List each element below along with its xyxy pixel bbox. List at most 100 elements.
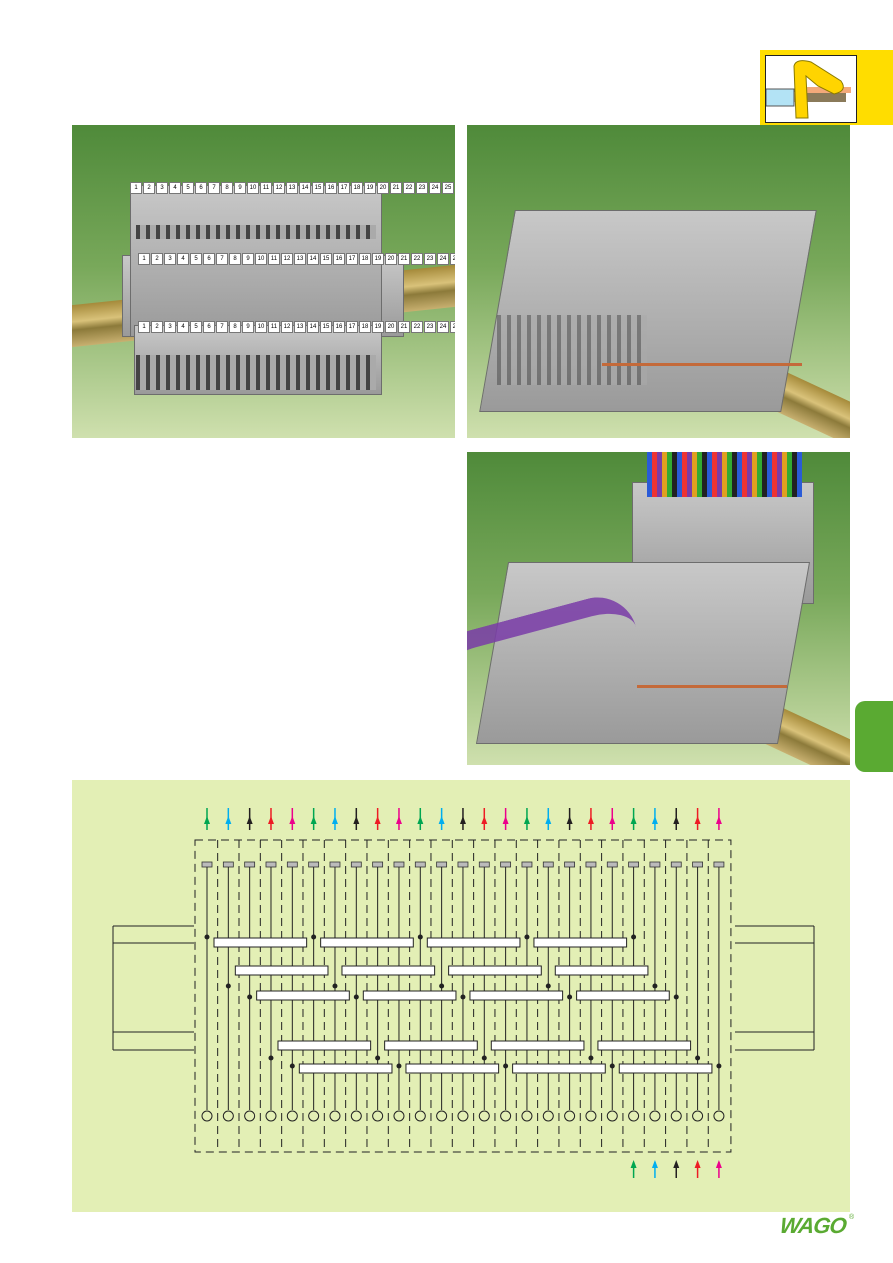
test-socket <box>350 861 362 868</box>
marker-label: 19 <box>372 321 384 333</box>
marker-label: 10 <box>247 182 259 194</box>
marker-label: 14 <box>307 321 319 333</box>
marker-label: 15 <box>320 321 332 333</box>
clamp-point <box>564 1110 576 1122</box>
marker-label: 12 <box>273 182 285 194</box>
jumper-node <box>247 994 253 1000</box>
test-socket <box>692 861 703 868</box>
marker-label: 8 <box>229 253 241 265</box>
test-socket <box>244 861 256 868</box>
marker-label: 19 <box>372 253 384 265</box>
jumper-bar <box>576 990 670 1001</box>
up-arrow-icon <box>374 816 381 824</box>
marker-label: 10 <box>255 321 267 333</box>
marker-label: 14 <box>307 253 319 265</box>
up-arrow-icon <box>267 816 274 824</box>
test-socket <box>521 861 533 868</box>
test-socket <box>393 861 405 868</box>
up-arrow-icon <box>502 816 509 824</box>
jumper-node <box>524 934 530 940</box>
up-arrow-icon <box>523 816 530 824</box>
marker-label: 22 <box>403 182 415 194</box>
marker-label: 16 <box>333 321 345 333</box>
wiring-diagram <box>112 808 815 1178</box>
marker-label: 20 <box>377 182 389 194</box>
marker-label: 16 <box>333 253 345 265</box>
test-socket <box>265 861 277 868</box>
marker-label: 24 <box>437 253 449 265</box>
clamp-point <box>542 1110 554 1122</box>
jumper-node <box>609 1063 615 1069</box>
up-arrow-icon <box>481 816 488 824</box>
test-socket <box>372 861 384 868</box>
jumper-bar <box>405 1063 500 1074</box>
marker-label: 23 <box>424 253 436 265</box>
marker-label: 5 <box>182 182 194 194</box>
up-arrow-icon <box>310 816 317 824</box>
test-socket <box>478 861 490 868</box>
marker-label: 7 <box>216 253 228 265</box>
jumper-node <box>652 983 658 989</box>
test-socket <box>286 861 298 868</box>
marker-label: 12 <box>281 321 293 333</box>
marker-label: 23 <box>424 321 436 333</box>
marker-label: 4 <box>177 253 189 265</box>
test-socket <box>329 861 341 868</box>
clamp-point <box>670 1110 682 1122</box>
jumper-bar <box>448 965 542 976</box>
test-socket <box>201 861 213 868</box>
marker-label: 25 <box>442 182 454 194</box>
test-socket <box>670 861 682 868</box>
marker-label: 20 <box>385 253 397 265</box>
marker-label: 22 <box>411 321 423 333</box>
marker-label: 21 <box>390 182 402 194</box>
jumper-bar <box>384 1040 478 1051</box>
marker-label: 17 <box>346 321 358 333</box>
up-arrow-icon <box>694 816 701 824</box>
up-arrow-icon <box>630 816 637 824</box>
jumper-node <box>332 983 338 989</box>
marker-label: 3 <box>164 321 176 333</box>
jumper-bar <box>298 1063 393 1074</box>
jumper-node <box>417 934 423 940</box>
marker-label: 2 <box>151 321 163 333</box>
up-arrow-icon <box>204 816 210 824</box>
clamp-point <box>585 1110 597 1122</box>
up-arrow-icon <box>289 816 296 824</box>
clamp-point <box>692 1110 704 1122</box>
marker-label: 4 <box>169 182 181 194</box>
marker-label: 5 <box>190 321 202 333</box>
marker-label: 11 <box>260 182 272 194</box>
jumper-bar <box>554 965 649 976</box>
jumper-bar <box>234 965 329 976</box>
clamp-point <box>649 1110 661 1122</box>
marker-label: 11 <box>268 321 280 333</box>
jumper-node <box>268 1055 274 1061</box>
clamp-point <box>457 1110 469 1122</box>
marker-label: 8 <box>229 321 241 333</box>
marker-label: 3 <box>156 182 168 194</box>
marker-label: 18 <box>359 321 371 333</box>
clamp-point <box>478 1110 490 1122</box>
jumper-bar <box>618 1063 713 1074</box>
photo-terminal-blocks-with-wired-connectors <box>467 452 850 765</box>
clamp-point <box>308 1110 320 1122</box>
clamp-point <box>606 1110 618 1122</box>
jumper-bar <box>469 990 564 1001</box>
marker-label: 25 <box>450 321 455 333</box>
jumper-node <box>353 994 359 1000</box>
wago-logo: WAGO <box>778 1213 848 1238</box>
marker-label: 9 <box>242 321 254 333</box>
jumper-bar <box>490 1040 585 1051</box>
marker-label: 4 <box>177 321 189 333</box>
test-socket <box>414 861 426 868</box>
test-socket <box>457 861 469 868</box>
marker-label: 8 <box>221 182 233 194</box>
up-arrow-icon <box>673 1160 680 1168</box>
up-arrow-icon <box>438 816 445 824</box>
up-arrow-icon <box>651 816 658 824</box>
test-socket <box>222 861 234 868</box>
jumper-bar <box>277 1040 372 1051</box>
